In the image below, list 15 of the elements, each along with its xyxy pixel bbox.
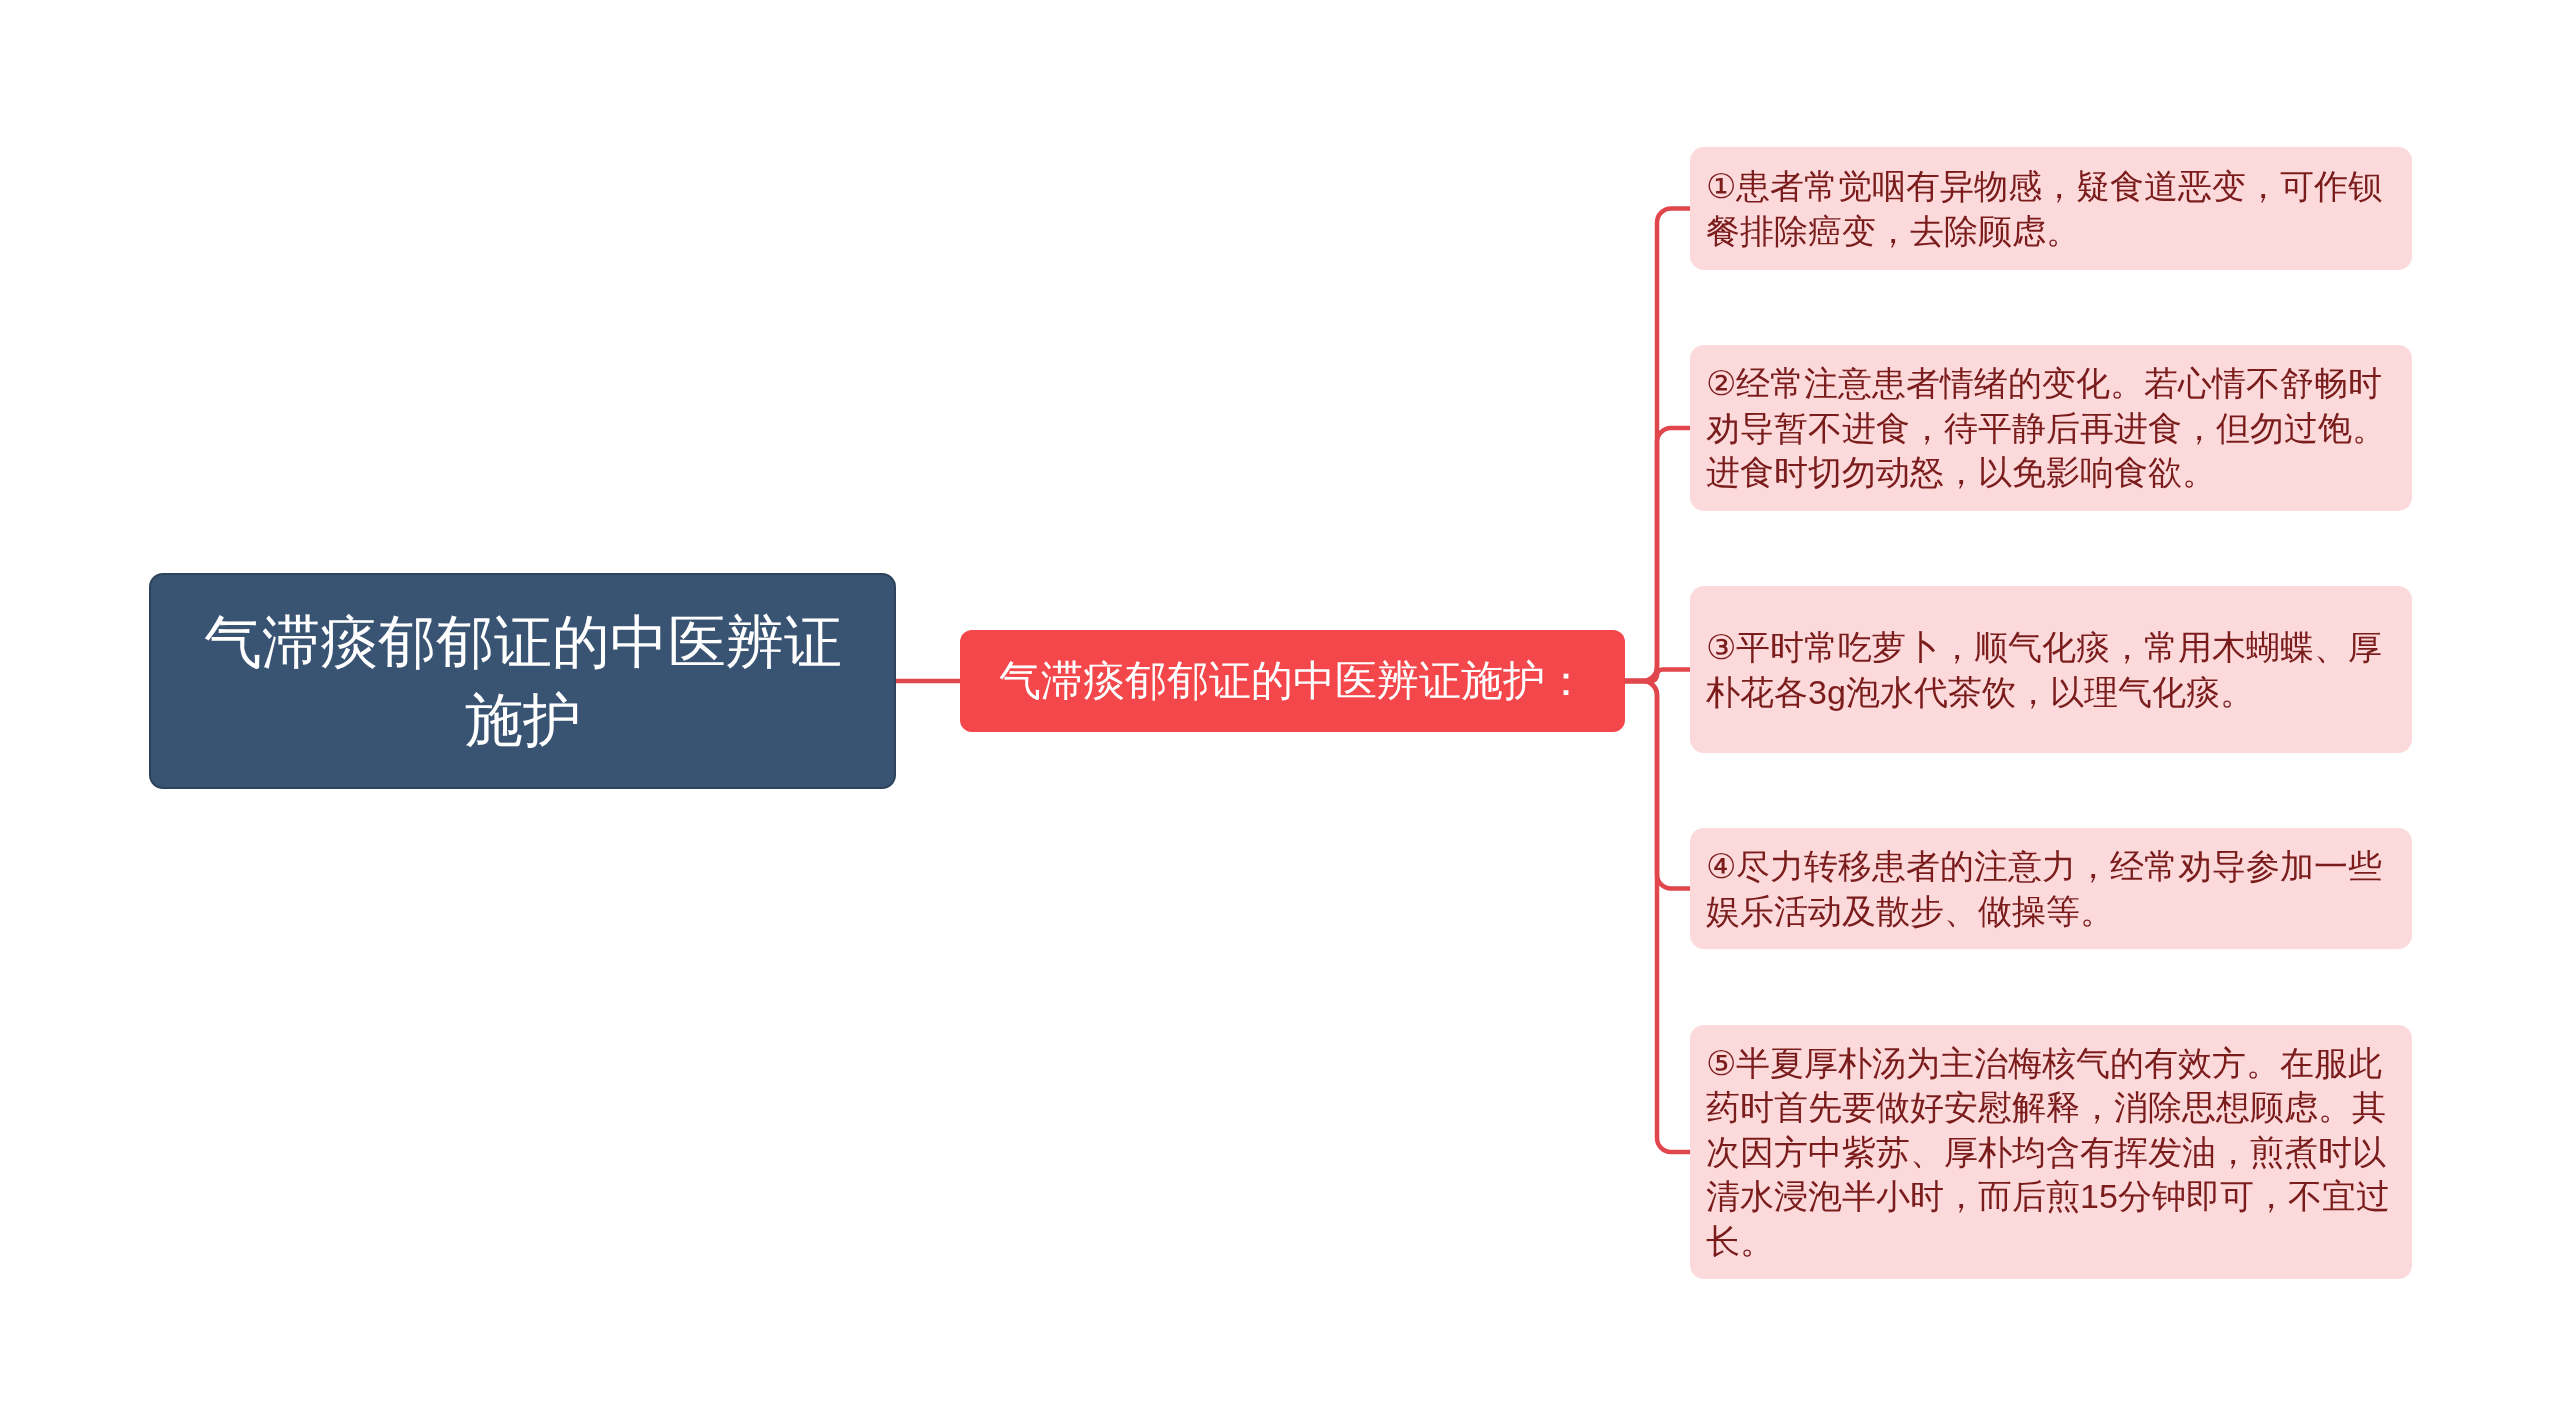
connector-line [896,678,960,684]
topic-text: ①患者常觉咽有异物感，疑食道恶变，可作钡餐排除癌变，去除顾虑。 [1706,166,2384,252]
topic-text: 气滞痰郁郁证的中医辨证施护： [998,656,1587,706]
topic-text: ②经常注意患者情绪的变化。若心情不舒畅时劝导暂不进食，待平静后再进食，但勿过饱。进食时切勿动怒，以免影响食欲。 [1706,363,2387,494]
subtopic-box [1690,1025,2412,1279]
topic-text: ③平时常吃萝卜，顺气化痰，常用木蝴蝶、厚朴花各3g泡水代茶饮，以理气化痰。 [1706,627,2384,713]
subtopic-box [1690,828,2412,949]
subtopic-box [1690,345,2412,511]
main-branch-box [960,630,1625,732]
subtopic-box [1690,147,2412,270]
subtopic-box [1690,586,2412,753]
topic-text: 气滞痰郁郁证的中医辨证施护 [202,608,843,754]
topic-text: ⑤半夏厚朴汤为主治梅核气的有效方。在服此药时首先要做好安慰解释，消除思想顾虑。其次因方中紫苏、厚朴均含有挥发油，煎煮时以清水浸泡半小时，而后煎15分钟即可，不宜过长。 [1706,1042,2391,1262]
central-topic-box [149,573,896,789]
topic-text: ④尽力转移患者的注意力，经常劝导参加一些娱乐活动及散步、做操等。 [1706,846,2384,932]
